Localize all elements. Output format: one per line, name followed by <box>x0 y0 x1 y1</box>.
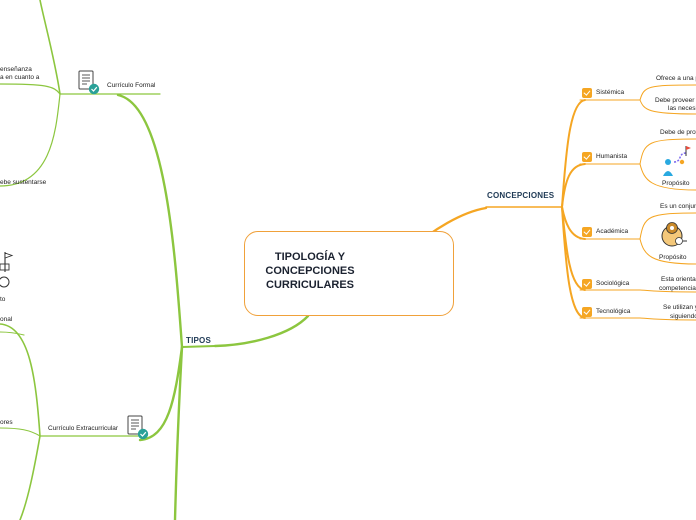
fragment-sustentarse[interactable]: ebe sustentarse <box>0 179 47 186</box>
connector-tipos-formal <box>116 93 184 349</box>
connector-tipos-down <box>173 345 184 520</box>
checkbox-icon <box>582 227 592 237</box>
fragment-ensenanza[interactable]: enseñanza <box>0 66 32 73</box>
connector-tipos-extracurricular <box>138 345 184 442</box>
connector-to-sistemica <box>561 99 586 208</box>
fragment-en-cuanto[interactable]: a en cuanto a <box>0 74 40 81</box>
connector-sis-2 <box>639 99 696 115</box>
detail-academica-1[interactable]: Es un conjunt <box>660 203 696 210</box>
connector-extra-up <box>0 323 41 437</box>
detail-sistemica-3[interactable]: las necesi <box>668 105 696 112</box>
connector-to-tecnologica <box>561 206 586 319</box>
connector-aca-1 <box>639 212 696 240</box>
connector-formal-top <box>39 0 61 95</box>
person-path-icon <box>663 146 691 176</box>
connector-hum-1 <box>639 138 696 165</box>
connector-extra-down <box>19 435 41 520</box>
connector-formal-a <box>0 83 61 95</box>
node-sistemica[interactable]: Sistémica <box>596 89 625 96</box>
fragment-to[interactable]: to <box>0 296 6 303</box>
checkbox-icon <box>582 279 592 289</box>
node-tecnologica[interactable]: Tecnológica <box>596 308 631 315</box>
head-gear-icon <box>661 222 687 247</box>
node-humanista[interactable]: Humanista <box>596 153 628 160</box>
detail-tecnologica-2[interactable]: siguiendo <box>670 313 696 320</box>
central-title-line-1: TIPOLOGÍA Y <box>274 251 346 263</box>
connector-formal-b <box>0 93 61 187</box>
node-curriculo-formal[interactable]: Currículo Formal <box>107 82 156 89</box>
checkbox-icon <box>582 88 592 98</box>
connector-hum-2 <box>639 163 696 191</box>
node-curriculo-extracurricular[interactable]: Currículo Extracurricular <box>48 425 119 432</box>
detail-tecnologica-1[interactable]: Se utilizan y <box>663 304 696 311</box>
detail-sistemica-1[interactable]: Ofrece a una p <box>656 75 696 82</box>
fragment-onal[interactable]: onal <box>0 316 13 323</box>
checkbox-icon <box>582 152 592 162</box>
node-sociologica[interactable]: Sociológica <box>596 280 630 287</box>
connector-aca-2 <box>639 238 696 265</box>
connector-extra-b <box>0 427 41 437</box>
node-academica[interactable]: Académica <box>596 228 629 235</box>
document-check-icon-2 <box>127 415 149 440</box>
branch-tipos[interactable]: TIPOS <box>186 336 212 345</box>
detail-sistemica-2[interactable]: Debe proveer <box>655 97 695 104</box>
proposito-humanista[interactable]: Propósito <box>662 180 690 187</box>
connector-central-tipos <box>213 314 310 348</box>
connector-tipos-underline <box>181 345 216 348</box>
branch-concepciones[interactable]: CONCEPCIONES <box>487 191 555 200</box>
connector-extra-a <box>0 331 25 336</box>
connector-to-humanista <box>561 163 586 208</box>
central-title-line-3: CURRICULARES <box>266 279 354 291</box>
central-node[interactable]: TIPOLOGÍA Y CONCEPCIONES CURRICULARES <box>244 231 454 316</box>
connector-soc-1 <box>639 289 696 293</box>
detail-humanista-1[interactable]: Debe de prov <box>660 129 696 136</box>
fragment-ores[interactable]: ores <box>0 419 13 426</box>
central-title-line-2: CONCEPCIONES <box>265 265 355 277</box>
checkbox-icon <box>582 307 592 317</box>
connector-tec-1 <box>639 317 696 321</box>
central-title: TIPOLOGÍA Y CONCEPCIONES CURRICULARES <box>259 250 361 292</box>
proposito-academica[interactable]: Propósito <box>659 254 687 261</box>
flag-target-icon <box>0 252 14 288</box>
detail-sociologica-2[interactable]: competencia <box>659 285 696 292</box>
connector-sis-1 <box>639 84 696 101</box>
detail-sociologica-1[interactable]: Esta orientac <box>661 276 696 283</box>
document-check-icon <box>78 70 100 95</box>
